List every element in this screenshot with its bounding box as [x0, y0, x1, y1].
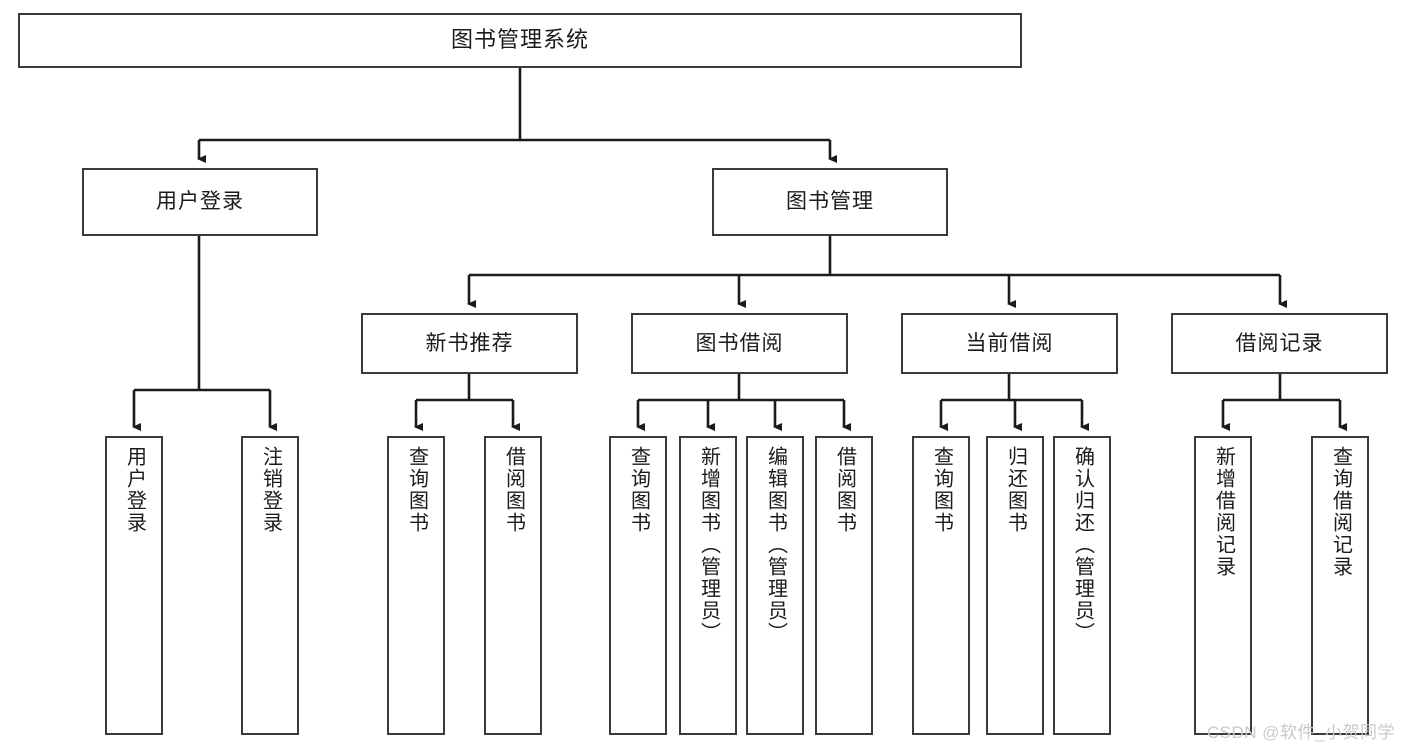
- node-label: 图书管理: [786, 190, 874, 214]
- node-label: 借阅记录: [1235, 331, 1324, 355]
- leaf-borrow-record-add-record[interactable]: 新增借阅记录: [1194, 436, 1252, 735]
- leaf-user-login-login[interactable]: 用户登录: [105, 436, 163, 735]
- leaf-borrow-record-query-record[interactable]: 查询借阅记录: [1311, 436, 1369, 735]
- node-label: 借阅图书: [833, 446, 856, 534]
- node-book-borrow[interactable]: 图书借阅: [631, 313, 848, 374]
- node-label: 注销登录: [259, 446, 282, 534]
- leaf-current-borrow-query-book[interactable]: 查询图书: [912, 436, 970, 735]
- node-borrow-record[interactable]: 借阅记录: [1171, 313, 1388, 374]
- node-label: 用户登录: [156, 190, 244, 214]
- node-label: 新书推荐: [425, 331, 514, 355]
- leaf-user-login-logout[interactable]: 注销登录: [241, 436, 299, 735]
- leaf-book-borrow-borrow-book[interactable]: 借阅图书: [815, 436, 873, 735]
- node-label: 新增图书（管理员）: [697, 446, 720, 644]
- node-label: 用户登录: [123, 446, 146, 534]
- node-label: 编辑图书（管理员）: [764, 446, 787, 644]
- leaf-current-borrow-return-book[interactable]: 归还图书: [986, 436, 1044, 735]
- leaf-new-book-query-book[interactable]: 查询图书: [387, 436, 445, 735]
- leaf-book-borrow-add-book-admin[interactable]: 新增图书（管理员）: [679, 436, 737, 735]
- node-label: 确认归还（管理员）: [1071, 446, 1094, 644]
- node-label: 当前借阅: [965, 331, 1054, 355]
- node-label: 图书借阅: [695, 331, 784, 355]
- node-root-book-management-system[interactable]: 图书管理系统: [18, 13, 1022, 68]
- leaf-new-book-borrow-book[interactable]: 借阅图书: [484, 436, 542, 735]
- node-label: 图书管理系统: [450, 27, 589, 53]
- node-new-book-recommend[interactable]: 新书推荐: [361, 313, 578, 374]
- node-user-login[interactable]: 用户登录: [82, 168, 318, 236]
- leaf-book-borrow-edit-book-admin[interactable]: 编辑图书（管理员）: [746, 436, 804, 735]
- node-label: 查询图书: [405, 446, 428, 534]
- leaf-current-borrow-confirm-return-admin[interactable]: 确认归还（管理员）: [1053, 436, 1111, 735]
- node-label: 借阅图书: [502, 446, 525, 534]
- node-label: 新增借阅记录: [1212, 446, 1235, 578]
- node-book-management[interactable]: 图书管理: [712, 168, 948, 236]
- node-label: 查询图书: [930, 446, 953, 534]
- node-label: 查询借阅记录: [1329, 446, 1352, 578]
- node-current-borrow[interactable]: 当前借阅: [901, 313, 1118, 374]
- node-label: 归还图书: [1004, 446, 1027, 534]
- watermark-csdn: CSDN @软件_小贺同学: [1206, 723, 1395, 742]
- node-label: 查询图书: [627, 446, 650, 534]
- leaf-book-borrow-query-book[interactable]: 查询图书: [609, 436, 667, 735]
